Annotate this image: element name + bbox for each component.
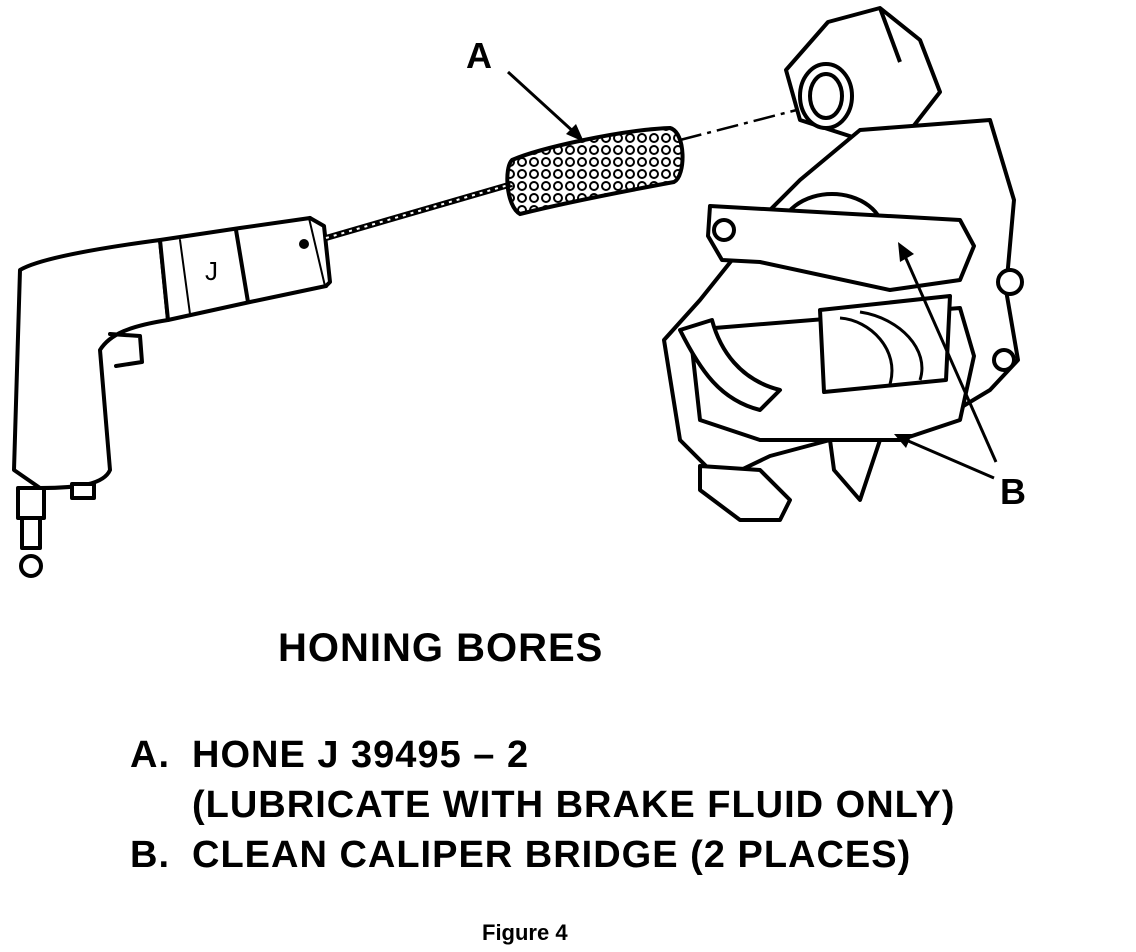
callout-label-b: B [1000,471,1026,512]
caption-title: HONING BORES [278,626,604,670]
legend-text-b: CLEAN CALIPER BRIDGE (2 PLACES) [192,834,912,876]
legend-text-a: HONE J 39495 – 2 [192,734,530,776]
svg-text:J: J [205,256,218,286]
legend-note-a: (LUBRICATE WITH BRAKE FLUID ONLY) [192,784,956,826]
figure-label: Figure 4 [482,920,568,945]
legend-item-a: A. HONE J 39495 – 2 [130,730,955,780]
legend-key-b: B. [130,834,170,876]
hone-shaft [325,181,513,241]
brake-caliper [662,6,1024,522]
legend-item-b: B. CLEAN CALIPER BRIDGE (2 PLACES) [130,830,955,880]
callout-label-a: A [466,35,492,76]
leader-b [894,242,998,480]
legend-key-a: A. [130,734,170,776]
air-drill: J [12,216,332,578]
hone-brush [505,125,685,217]
legend: A. HONE J 39495 – 2 (LUBRICATE WITH BRAK… [130,730,955,880]
leader-a [506,70,584,142]
